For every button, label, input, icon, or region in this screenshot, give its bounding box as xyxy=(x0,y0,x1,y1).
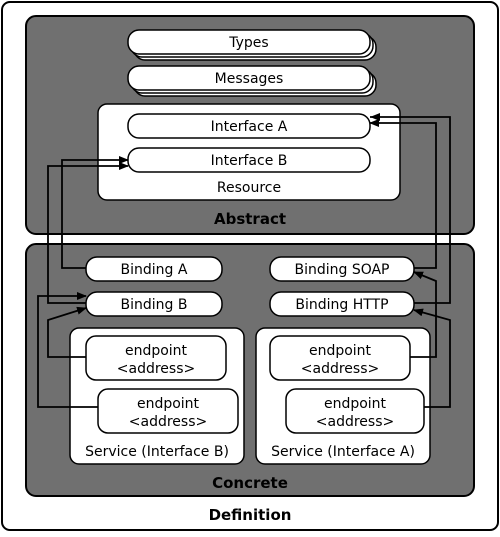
endpoint-label: endpoint xyxy=(309,343,372,359)
endpoint-label: endpoint xyxy=(324,396,387,412)
service-a-endpoint-2 xyxy=(285,388,425,434)
arrow-endpoint2-to-binding-http xyxy=(413,308,451,408)
service-b-label: Service (Interface B) xyxy=(85,444,229,460)
service-a-label: Service (Interface A) xyxy=(271,444,415,460)
endpoint-address: <address> xyxy=(316,414,394,430)
interface-a-label: Interface A xyxy=(211,119,288,135)
arrow-binding-http-to-interface-a xyxy=(370,116,451,304)
binding-b-label: Binding B xyxy=(121,297,188,313)
service-b-endpoint-1 xyxy=(85,335,227,381)
endpoint-address: <address> xyxy=(129,414,207,430)
arrow-binding-a-to-interface-b xyxy=(61,156,129,269)
abstract-title: Abstract xyxy=(214,210,286,228)
binding-b-box xyxy=(85,291,223,317)
binding-http-label: Binding HTTP xyxy=(295,297,388,313)
binding-soap-box xyxy=(269,256,415,282)
messages-box: Messages xyxy=(127,65,377,97)
arrow-endpoint-to-binding-soap xyxy=(410,271,437,358)
arrow-binding-soap-to-interface-a xyxy=(369,119,437,269)
endpoint-address: <address> xyxy=(117,361,195,377)
resource-label: Resource xyxy=(217,180,281,196)
binding-http-box xyxy=(269,291,415,317)
concrete-title: Concrete xyxy=(212,474,288,492)
arrow-binding-b-to-interface-b xyxy=(47,162,129,304)
interface-b-label: Interface B xyxy=(211,153,288,169)
binding-a-box xyxy=(85,256,223,282)
endpoint-label: endpoint xyxy=(125,343,188,359)
binding-soap-label: Binding SOAP xyxy=(294,262,389,278)
arrowhead-interface-a xyxy=(370,113,380,121)
binding-a-label: Binding A xyxy=(121,262,188,278)
connector-lines xyxy=(37,116,451,408)
endpoint-address: <address> xyxy=(301,361,379,377)
messages-label: Messages xyxy=(215,71,284,87)
types-label: Types xyxy=(228,35,268,51)
types-box: Types xyxy=(127,29,377,61)
arrow-endpoint2-to-binding-b xyxy=(37,292,98,408)
arrow-endpoint-to-binding-b xyxy=(47,306,87,358)
service-a-endpoint-1 xyxy=(269,335,411,381)
definition-title: Definition xyxy=(209,506,292,524)
service-b-endpoint-2 xyxy=(97,388,239,434)
endpoint-label: endpoint xyxy=(137,396,200,412)
